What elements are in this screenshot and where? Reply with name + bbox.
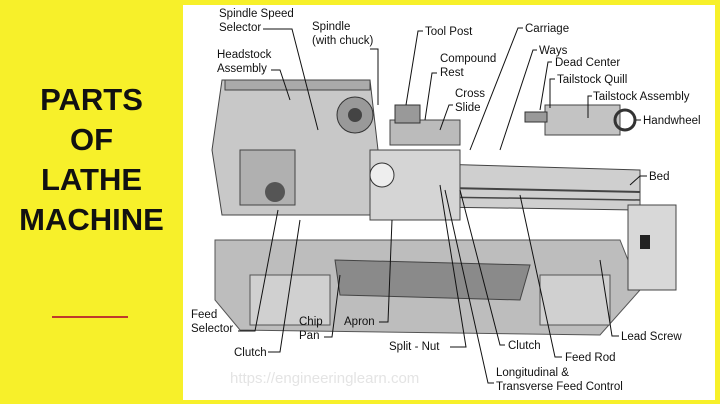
title-line: MACHINE: [19, 202, 164, 237]
title-line: LATHE: [40, 162, 143, 197]
label-text: Transverse Feed Control: [496, 381, 623, 393]
title-line: OF: [69, 122, 114, 157]
label-text: Slide: [455, 102, 481, 114]
label-text: Pan: [299, 330, 320, 342]
label-text: (with chuck): [312, 35, 374, 47]
label-lead-screw: Lead Screw: [621, 331, 682, 343]
label-text: Cross: [455, 88, 486, 100]
label-text: Longitudinal &: [496, 367, 569, 379]
label-split-nut: Split - Nut: [389, 341, 440, 353]
tool-post: [394, 104, 421, 124]
label-tailstock-quill: Tailstock Quill: [557, 74, 628, 86]
watermark: https://engineeringlearn.com: [230, 370, 420, 387]
label-text: Rest: [440, 67, 464, 79]
label-text: Feed: [191, 309, 218, 321]
tailstock: [544, 104, 621, 136]
label-bed: Bed: [649, 171, 670, 183]
carriage: [389, 119, 461, 146]
label-apron: Apron: [344, 316, 375, 328]
label-text: Selector: [191, 323, 234, 335]
label-text: Spindle: [312, 21, 351, 33]
label-text: Selector: [219, 22, 262, 34]
label-clutch-left: Clutch: [234, 347, 267, 359]
leader-lines: [238, 27, 647, 384]
right-pedestal: [539, 274, 611, 326]
label-text: Headstock: [217, 49, 272, 61]
label-text: Compound: [440, 53, 497, 65]
label-tailstock-assembly: Tailstock Assembly: [593, 91, 690, 103]
label-dead-center: Dead Center: [555, 57, 621, 69]
label-ways: Ways: [539, 45, 568, 57]
title-line: PARTS: [40, 82, 143, 117]
label-clutch-right: Clutch: [508, 340, 541, 352]
label-text: Chip: [299, 316, 323, 328]
label-spindle: Spindle (with chuck): [312, 20, 373, 48]
chip-pan: [334, 259, 531, 301]
label-handwheel: Handwheel: [643, 115, 701, 127]
label-text: Spindle Speed: [219, 8, 294, 20]
title-underline: [52, 316, 128, 318]
label-longitudinal-transverse-feed-control: Longitudinal & Transverse Feed Control: [496, 366, 623, 394]
label-feed-rod: Feed Rod: [565, 352, 616, 364]
page-title: PARTS OF LATHE MACHINE: [0, 80, 183, 240]
label-text: Assembly: [217, 63, 267, 75]
control-box: [627, 204, 677, 291]
label-tool-post: Tool Post: [425, 26, 473, 38]
label-carriage: Carriage: [525, 23, 570, 35]
